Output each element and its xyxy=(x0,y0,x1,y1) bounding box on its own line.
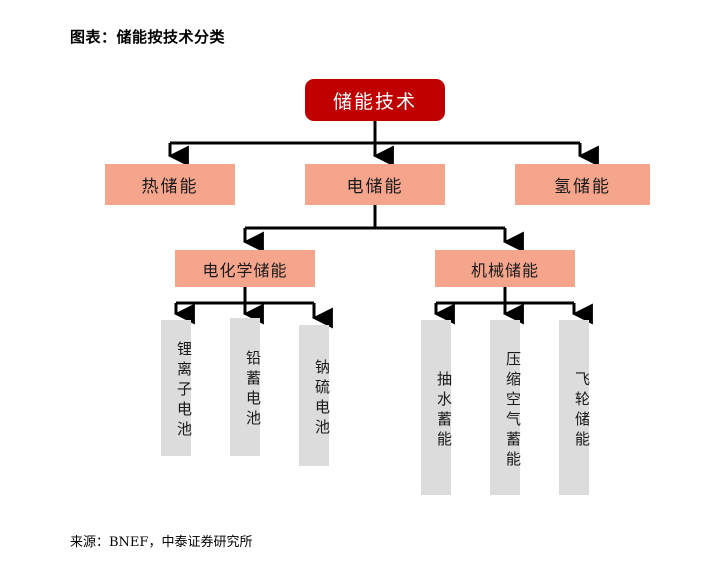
node-lead-acid-battery[interactable]: 铅蓄电池 xyxy=(230,318,262,456)
source-note: 来源：BNEF，中泰证券研究所 xyxy=(70,535,253,550)
node-flywheel-storage[interactable]: 飞轮储能 xyxy=(559,320,591,495)
node-electrical-storage[interactable]: 电储能 xyxy=(305,164,445,205)
node-lithium-ion-battery-label: 锂离子电池 xyxy=(175,341,193,441)
node-compressed-air-storage-label: 压缩空气蓄能 xyxy=(504,350,522,471)
node-hydrogen-storage[interactable]: 氢储能 xyxy=(515,164,650,205)
node-thermal-storage[interactable]: 热储能 xyxy=(105,164,235,205)
node-lead-acid-battery-label: 铅蓄电池 xyxy=(244,350,262,430)
node-lithium-ion-battery[interactable]: 锂离子电池 xyxy=(161,320,193,456)
node-pumped-hydro-storage-label: 抽水蓄能 xyxy=(435,370,453,451)
node-flywheel-storage-label: 飞轮储能 xyxy=(573,370,591,451)
node-electrochemical-storage[interactable]: 电化学储能 xyxy=(175,250,315,287)
node-sodium-sulfur-battery-label: 钠硫电池 xyxy=(313,358,331,439)
page-title: 图表：储能按技术分类 xyxy=(70,28,226,46)
node-mechanical-storage[interactable]: 机械储能 xyxy=(435,250,575,287)
node-compressed-air-storage[interactable]: 压缩空气蓄能 xyxy=(490,320,522,495)
node-sodium-sulfur-battery[interactable]: 钠硫电池 xyxy=(299,325,331,466)
node-root-energy-storage-technology[interactable]: 储能技术 xyxy=(305,79,445,121)
node-pumped-hydro-storage[interactable]: 抽水蓄能 xyxy=(421,320,453,495)
